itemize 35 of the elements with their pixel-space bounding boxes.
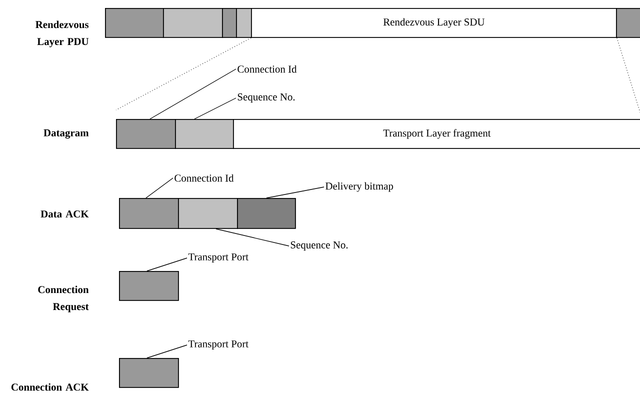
field-box	[163, 8, 223, 38]
field-box	[105, 8, 164, 38]
field-label: Sequence No.	[238, 93, 295, 103]
expansion-line	[116, 38, 252, 110]
field-box	[119, 198, 179, 229]
field-box: Rendezvous Layer SDU	[251, 8, 617, 38]
field-box: Transport Layer fragment	[233, 119, 640, 149]
leader-line	[216, 228, 290, 246]
field-box	[237, 198, 296, 229]
field-box	[222, 8, 237, 38]
field-box	[616, 8, 640, 38]
field-box	[175, 119, 234, 149]
field-label: Delivery bitmap	[326, 182, 394, 192]
field-label: Connection Id	[174, 174, 234, 182]
leader-line	[150, 68, 236, 120]
field-label: Transport Port	[188, 253, 248, 263]
expansion-line	[616, 38, 640, 116]
leader-line	[194, 98, 236, 120]
leader-line	[266, 186, 324, 198]
field-box	[236, 8, 252, 38]
row-label: Connection ACK	[11, 383, 89, 391]
row-label: Data ACK	[40, 210, 89, 218]
leader-line	[146, 258, 188, 272]
leader-line	[146, 344, 188, 358]
row-label: Rendezvous Layer PDU	[36, 20, 89, 48]
field-label: Connection Id	[238, 65, 297, 73]
field-label: Transport Port	[188, 340, 248, 350]
field-box	[119, 271, 179, 301]
field-box	[178, 198, 238, 229]
leader-line	[146, 178, 174, 198]
field-box	[119, 358, 179, 388]
row-label: Datagram	[44, 129, 89, 139]
field-box	[116, 119, 176, 149]
row-label: Connection Request	[38, 286, 89, 312]
field-label: Sequence No.	[290, 241, 348, 251]
